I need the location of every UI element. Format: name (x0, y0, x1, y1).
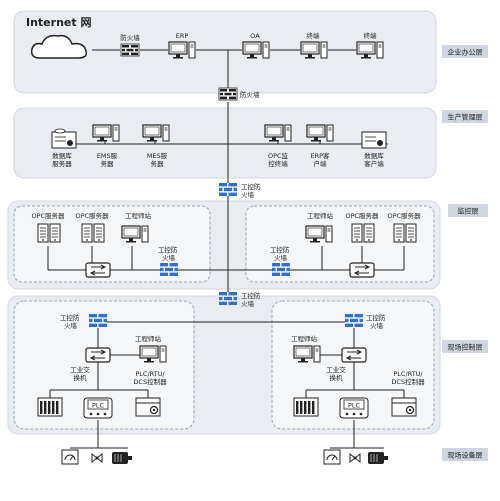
monitor-subpanel-right (245, 205, 435, 283)
ics-firewall-1-label-1: 工控防 (241, 182, 261, 191)
ems-label-2: 务器 (101, 159, 115, 168)
ics-firewall-2-label-2: 火墙 (241, 299, 255, 308)
layer-tag-production: 生产管理层 (448, 113, 483, 122)
mon-left-opc1-label: OPC服务器 (31, 211, 65, 220)
field-right-ics-firewall-icon (345, 314, 363, 327)
erp-label: ERP (176, 32, 189, 40)
mon-right-switch-icon (349, 262, 375, 278)
mon-right-fw-label-2: 火墙 (274, 253, 288, 262)
field-left-meter-icon (61, 449, 79, 465)
mon-right-opc2-server-icon (393, 223, 405, 243)
field-right-fw-label-2: 火墙 (370, 321, 384, 330)
mon-right-opc1b-server-icon (363, 223, 375, 243)
db-server-label-2: 服务器 (52, 159, 72, 168)
db-server-label-1: 数据库 (52, 151, 72, 160)
field-left-fw-label-2: 火墙 (64, 321, 78, 330)
ics-firewall-1-label-2: 火墙 (241, 190, 255, 199)
opc-terminal-label-1: OPC监 (268, 151, 289, 160)
ics-firewall-1-icon (219, 183, 237, 196)
ics-firewall-2-icon (219, 292, 237, 305)
mid-firewall-label: 防火墙 (240, 90, 260, 99)
field-right-eng-label: 工程师站 (291, 334, 318, 343)
ems-label-1: EMS服 (97, 152, 118, 160)
field-left-switch-icon (85, 347, 111, 363)
field-left-io-rack-icon (37, 397, 63, 417)
field-right-io-rack-icon (293, 397, 319, 417)
field-subpanel-right (271, 300, 435, 430)
connection-lines (47, 49, 405, 449)
svg-text:PLC: PLC (92, 402, 105, 410)
field-right-motor-icon (367, 451, 389, 465)
oa-label: OA (250, 32, 260, 40)
field-left-plc-icon: PLC (83, 397, 113, 419)
field-left-eng-label: 工程师站 (135, 334, 162, 343)
field-right-switch-label-1: 工业交 (326, 365, 346, 374)
layer-tag-field-control: 现场控制层 (448, 343, 483, 352)
cloud-icon (30, 34, 88, 59)
layer-tag-monitor: 监控层 (458, 207, 479, 216)
mon-right-opc2b-server-icon (405, 223, 417, 243)
mon-left-fw-label-1: 工控防 (158, 245, 178, 254)
mon-right-fw-label-1: 工控防 (270, 245, 290, 254)
field-right-plc-label-1: PLC/RTU/ (393, 370, 423, 378)
office-firewall-icon (120, 43, 140, 57)
field-right-fw-label-1: 工控防 (366, 313, 386, 322)
field-right-dcs-icon (391, 397, 417, 417)
mon-right-opc1-server-icon (351, 223, 363, 243)
terminal1-label: 终端 (307, 31, 321, 40)
mon-left-eng-label: 工程师站 (125, 211, 152, 220)
field-left-switch-label-1: 工业交 (70, 365, 90, 374)
field-right-switch-label-2: 换机 (330, 373, 344, 382)
mes-label-2: 务器 (151, 159, 165, 168)
database-server-icon (51, 128, 77, 149)
field-left-motor-icon (111, 451, 133, 465)
field-right-plc-icon: PLC (339, 397, 369, 419)
opc-terminal-label-2: 控终端 (268, 159, 288, 168)
field-left-dcs-icon (135, 397, 161, 417)
mon-right-opc1-label: OPC服务器 (345, 211, 379, 220)
ics-firewall-2-label-1: 工控防 (241, 291, 261, 300)
field-right-meter-icon (323, 449, 341, 465)
internet-title: Internet 网 (26, 16, 91, 29)
erp-client-label-1: ERP客 (310, 151, 330, 160)
mon-left-opc2-server-icon (81, 223, 93, 243)
db-client-label-1: 数据库 (364, 151, 384, 160)
terminal2-label: 终端 (364, 31, 378, 40)
database-client-icon (361, 131, 387, 149)
mon-left-fw-label-2: 火墙 (162, 253, 176, 262)
field-left-plc-label-2: DCS控制器 (133, 377, 167, 386)
mon-left-opc2-label: OPC服务器 (75, 211, 109, 220)
field-left-fw-label-1: 工控防 (60, 313, 80, 322)
field-left-valve-icon (91, 453, 103, 463)
office-firewall-label: 防火墙 (120, 33, 140, 42)
field-left-plc-label-1: PLC/RTU/ (135, 370, 165, 378)
mon-right-opc2-label: OPC服务器 (387, 211, 421, 220)
layer-tag-office: 企业办公层 (448, 48, 483, 57)
mon-left-opc1b-server-icon (49, 223, 61, 243)
mid-firewall-icon (218, 87, 238, 101)
mon-left-opc1-server-icon (37, 223, 49, 243)
mes-label-1: MES服 (147, 152, 168, 160)
mon-left-ics-firewall-icon (160, 263, 178, 276)
field-subpanel-left (13, 300, 195, 430)
field-right-switch-icon (341, 347, 367, 363)
db-client-label-2: 客户端 (364, 159, 384, 168)
field-right-plc-label-2: DCS控制器 (391, 377, 425, 386)
field-left-switch-label-2: 换机 (74, 373, 88, 382)
field-left-ics-firewall-icon (89, 314, 107, 327)
layer-tag-field-device: 现场设备层 (448, 451, 483, 460)
mon-right-eng-label: 工程师站 (307, 211, 334, 220)
mon-left-switch-icon (85, 262, 111, 278)
mon-left-opc2b-server-icon (93, 223, 105, 243)
mon-right-ics-firewall-icon (272, 263, 290, 276)
field-right-valve-icon (349, 453, 361, 463)
svg-text:PLC: PLC (348, 402, 361, 410)
erp-client-label-2: 户端 (314, 159, 328, 168)
